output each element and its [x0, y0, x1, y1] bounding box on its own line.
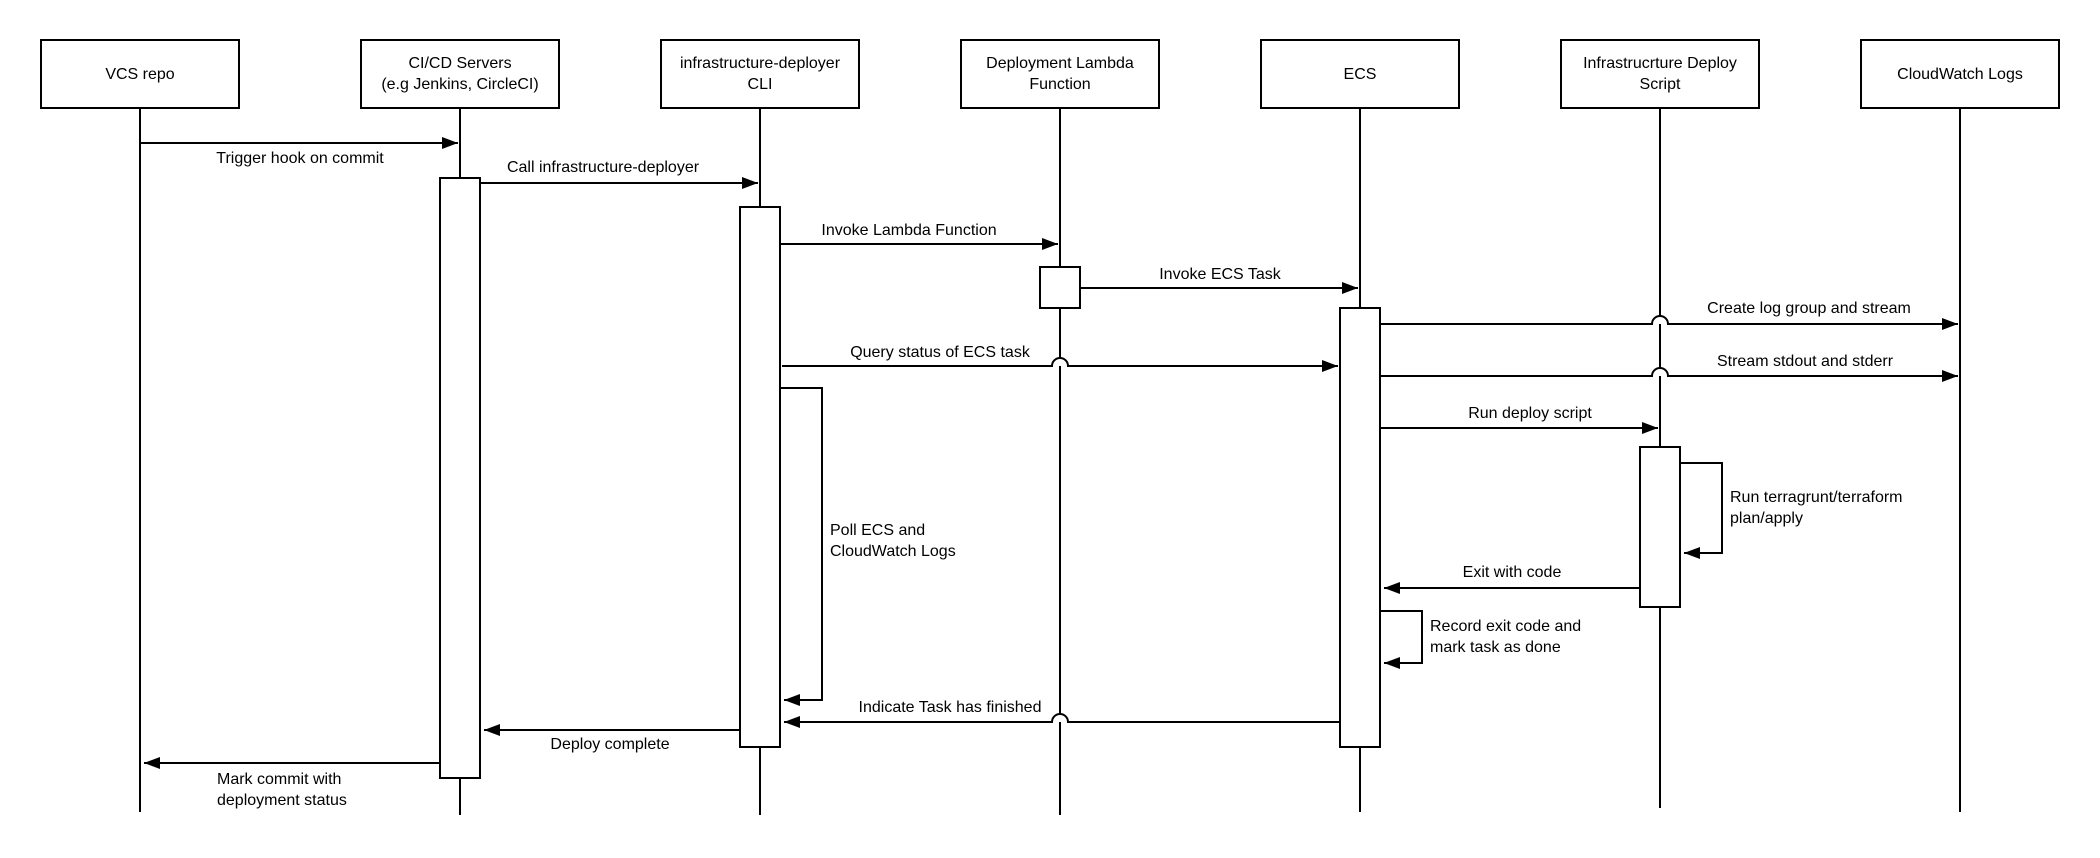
arrow-indicate-task-has-finished: [784, 714, 1340, 728]
arrow-stream-stdout-and-stderr: [1380, 368, 1958, 382]
message-label-create-log-group-and-stream: Create log group and stream: [1707, 300, 1911, 317]
message-label-stream-stdout-and-stderr: Stream stdout and stderr: [1716, 353, 1894, 370]
participant-label: VCS repo: [105, 65, 175, 83]
participant-infrastructure-deployer-cli: infrastructure-deployer CLI: [660, 39, 860, 109]
arrow-self-run-terragrunt-terraform: [1680, 463, 1722, 559]
message-label-indicate-task-has-finished: Indicate Task has finished: [858, 699, 1042, 716]
participant-cloudwatch-logs: CloudWatch Logs: [1860, 39, 2060, 109]
message-label-mark-commit-with-deployment-status: Mark commit with deployment status: [217, 771, 347, 809]
message-label-invoke-ecs-task: Invoke ECS Task: [1159, 266, 1281, 283]
participant-label: infrastructure-deployer: [679, 55, 841, 72]
participant-deployment-lambda-function: Deployment Lambda Function: [960, 39, 1160, 109]
activation-infrastructure-deploy-script: [1640, 447, 1680, 607]
activation-infrastructure-deployer-cli: [740, 207, 780, 747]
participant-ecs: ECS: [1260, 39, 1460, 109]
activation-cicd-servers: [440, 178, 480, 778]
message-label-run-deploy-script: Run deploy script: [1468, 405, 1592, 422]
participant-label: Function: [1029, 76, 1091, 93]
message-label-call-infrastructure-deployer: Call infrastructure-deployer: [506, 159, 700, 176]
participant-vcs-repo: VCS repo: [40, 39, 240, 109]
message-label-poll-ecs-and-cloudwatch-logs: Poll ECS and CloudWatch Logs: [830, 522, 956, 560]
participant-label: CLI: [747, 76, 773, 93]
message-label-trigger-hook-on-commit: Trigger hook on commit: [216, 150, 384, 167]
participant-label: CloudWatch Logs: [1897, 65, 2023, 83]
participant-cicd-servers: CI/CD Servers (e.g Jenkins, CircleCI): [360, 39, 560, 109]
arrow-self-poll-ecs-and-cloudwatch-logs: [780, 388, 822, 706]
message-label-invoke-lambda-function: Invoke Lambda Function: [821, 222, 997, 239]
message-label-record-exit-code: Record exit code and mark task as done: [1430, 618, 1582, 656]
participant-label: CI/CD Servers: [408, 55, 512, 72]
participant-label: Infrastrucrture Deploy: [1583, 55, 1737, 72]
arrow-create-log-group-and-stream: [1380, 316, 1958, 330]
participant-label: (e.g Jenkins, CircleCI): [381, 76, 539, 93]
arrow-query-status-of-ecs-task: [782, 358, 1338, 372]
message-label-query-status-of-ecs-task: Query status of ECS task: [850, 344, 1030, 361]
participant-label: Deployment Lambda: [986, 55, 1134, 72]
arrow-self-record-exit-code: [1380, 611, 1422, 669]
participant-label: ECS: [1343, 65, 1377, 83]
participant-infrastructure-deploy-script: Infrastrucrture Deploy Script: [1560, 39, 1760, 109]
activation-ecs: [1340, 308, 1380, 747]
activation-deployment-lambda-function: [1040, 267, 1080, 308]
message-label-run-terragrunt-terraform: Run terragrunt/terraform plan/apply: [1730, 489, 1903, 527]
message-label-deploy-complete: Deploy complete: [550, 736, 670, 753]
participant-label: Script: [1639, 76, 1681, 93]
message-label-exit-with-code: Exit with code: [1462, 564, 1562, 581]
